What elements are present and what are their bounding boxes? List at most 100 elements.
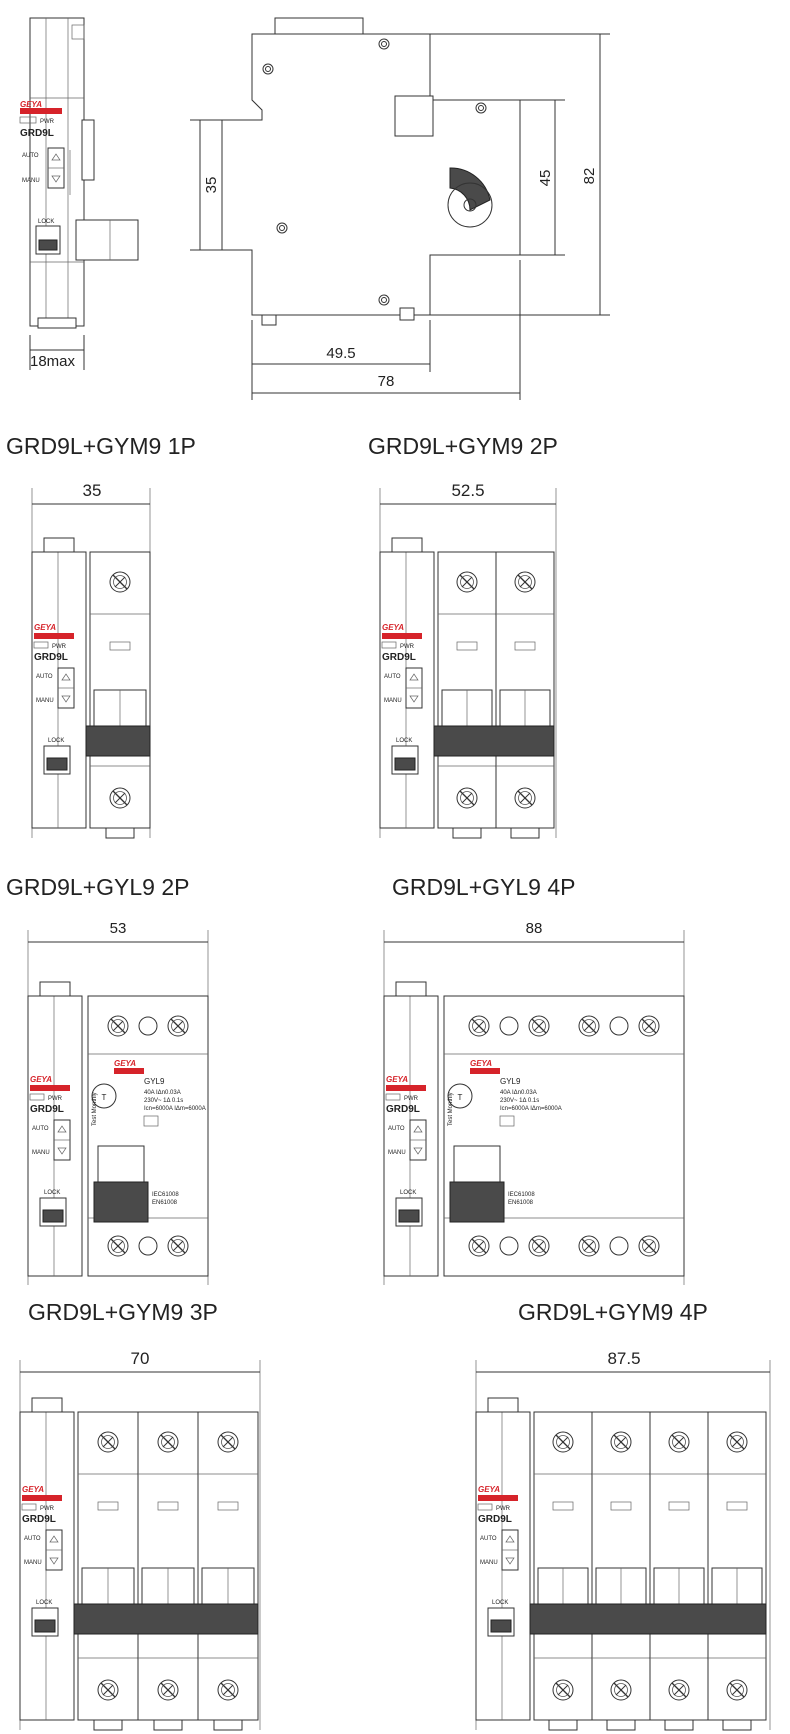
test-monthly-label: Test Monthly: [92, 1092, 98, 1126]
lock-label: LOCK: [36, 1600, 52, 1606]
brand-bar: [34, 633, 74, 639]
title-gym9-4p: GRD9L+GYM9 4P: [518, 1299, 708, 1325]
test-button[interactable]: [91, 1083, 117, 1109]
manu-label: MANU: [24, 1560, 42, 1566]
side-view-module: 35 45 82 49.5 78: [190, 17, 610, 400]
status-window: [668, 1501, 690, 1511]
manu-label: MANU: [384, 698, 402, 704]
rcd-model: GYL9: [500, 1077, 521, 1086]
rcd-rating: 40A IΔn0.03A: [144, 1090, 181, 1096]
rcd-std2: EN61008: [152, 1200, 178, 1206]
top-terminal-screw: [109, 571, 131, 593]
model-label: GRD9L: [20, 128, 54, 139]
auto-label: AUTO: [22, 153, 39, 159]
mcb-pole: [77, 1411, 139, 1721]
test-hole: [499, 1236, 519, 1256]
status-window: [217, 1501, 239, 1511]
width-gym9-4p: 87.5: [607, 1349, 640, 1368]
top-terminal-screw: [167, 1015, 189, 1037]
brand-bar: [30, 1085, 70, 1091]
bottom-terminal-screw: [514, 787, 536, 809]
top-terminal-screw: [107, 1015, 129, 1037]
width-gyl9-4p: 88: [526, 920, 543, 937]
bottom-terminal-screw: [552, 1679, 574, 1701]
bottom-terminal-screw: [726, 1679, 748, 1701]
rcd-body: [443, 995, 685, 1277]
top-terminal-screw: [726, 1431, 748, 1453]
pwr-label: PWR: [404, 1096, 419, 1102]
top-terminal-screw: [638, 1015, 660, 1037]
top-latch: [31, 1397, 63, 1413]
top-terminal-screw: [610, 1431, 632, 1453]
mcb-pole: [649, 1411, 709, 1721]
test-hole: [499, 1016, 519, 1036]
brand-bar: [382, 633, 422, 639]
test-button-label: T: [458, 1093, 463, 1102]
top-terminal-screw: [578, 1015, 600, 1037]
title-gym9-1p: GRD9L+GYM9 1P: [6, 433, 196, 459]
top-latch: [39, 981, 71, 997]
bottom-terminal-screw: [668, 1679, 690, 1701]
rcd-actuator: [93, 1181, 149, 1223]
width-18max: 18max: [30, 353, 76, 370]
title-gym9-2p: GRD9L+GYM9 2P: [368, 433, 558, 459]
mcb-pole: [591, 1411, 651, 1721]
status-window: [514, 641, 536, 651]
lock-label: LOCK: [492, 1600, 508, 1606]
dim-45: 45: [537, 170, 554, 187]
width-gym9-2p: 52.5: [451, 481, 484, 500]
manu-label: MANU: [36, 698, 54, 704]
pwr-label: PWR: [400, 644, 415, 650]
auto-label: AUTO: [24, 1536, 41, 1542]
rcd-rating: 40A IΔn0.03A: [500, 1090, 537, 1096]
brand-logo: GEYA: [34, 623, 56, 632]
lock-label: LOCK: [38, 219, 54, 225]
manu-label: MANU: [22, 178, 40, 184]
top-latch: [395, 981, 427, 997]
rcd-actuator: [449, 1181, 505, 1223]
bottom-terminal-screw: [578, 1235, 600, 1257]
status-window: [456, 641, 478, 651]
model-label: GRD9L: [382, 652, 416, 663]
rcd-std1: IEC61008: [508, 1192, 535, 1198]
test-hole: [138, 1016, 158, 1036]
rcd-std2: EN61008: [508, 1200, 534, 1206]
brand-bar: [20, 108, 62, 114]
brand-bar: [478, 1495, 518, 1501]
status-window: [610, 1501, 632, 1511]
mcb-pole: [533, 1411, 593, 1721]
rcd-brand-bar: [114, 1068, 144, 1074]
dim-35: 35: [203, 177, 220, 194]
auto-label: AUTO: [480, 1536, 497, 1542]
rcd-body: [87, 995, 209, 1277]
model-label: GRD9L: [22, 1514, 56, 1525]
rcd-brand-logo: GEYA: [114, 1059, 136, 1068]
bottom-terminal-screw: [107, 1235, 129, 1257]
actuator-bar: [85, 725, 151, 757]
bottom-terminal-screw: [109, 787, 131, 809]
lock-label: LOCK: [48, 738, 64, 744]
top-terminal-screw: [97, 1431, 119, 1453]
rcd-voltage: 230V~ 1Δ 0.1s: [500, 1098, 539, 1104]
top-terminal-screw: [157, 1431, 179, 1453]
status-window: [97, 1501, 119, 1511]
lock-label: LOCK: [400, 1190, 416, 1196]
test-button-label: T: [102, 1093, 107, 1102]
bottom-terminal-screw: [97, 1679, 119, 1701]
rcd-voltage: 230V~ 1Δ 0.1s: [144, 1098, 183, 1104]
pwr-label: PWR: [48, 1096, 63, 1102]
brand-logo: GEYA: [382, 623, 404, 632]
auto-label: AUTO: [384, 674, 401, 680]
actuator-bar: [433, 725, 555, 757]
pwr-label: PWR: [40, 1506, 55, 1512]
rcd-std1: IEC61008: [152, 1192, 179, 1198]
model-label: GRD9L: [30, 1104, 64, 1115]
test-button[interactable]: [447, 1083, 473, 1109]
rcd-icn: Icn=6000A IΔm=6000A: [144, 1106, 206, 1112]
